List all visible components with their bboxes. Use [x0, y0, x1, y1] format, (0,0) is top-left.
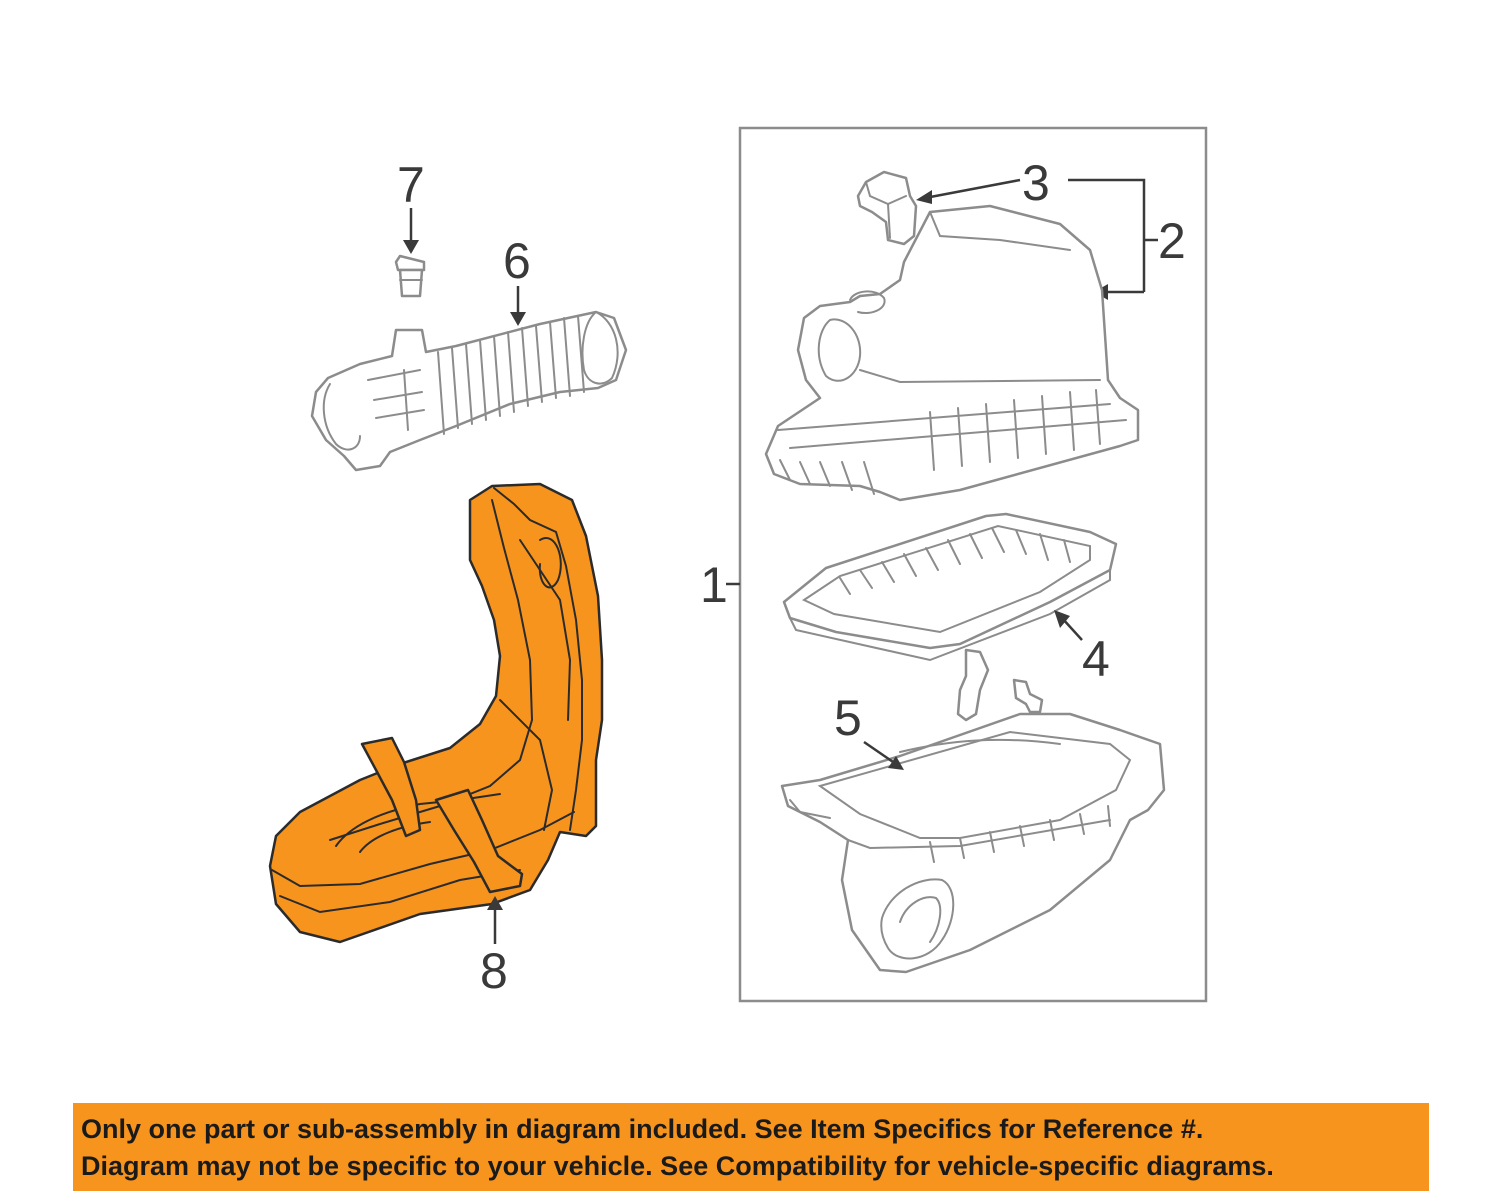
disclaimer-line-1: Only one part or sub-assembly in diagram… — [81, 1114, 1204, 1144]
arrowhead-3 — [916, 190, 932, 204]
arrowhead-5 — [888, 756, 904, 770]
callout-6[interactable]: 6 — [503, 233, 531, 289]
arrowhead-4 — [1054, 610, 1070, 628]
disclaimer-banner: Only one part or sub-assembly in diagram… — [73, 1103, 1429, 1191]
callout-7[interactable]: 7 — [397, 157, 425, 213]
part-6-intake-hose[interactable] — [310, 310, 628, 472]
leader-4 — [1061, 617, 1083, 641]
arrowhead-6 — [510, 312, 526, 326]
callout-3[interactable]: 3 — [1022, 155, 1050, 211]
arrowhead-7 — [403, 240, 419, 254]
callout-4[interactable]: 4 — [1082, 631, 1110, 687]
part-4-air-filter[interactable] — [782, 512, 1118, 662]
part-8-intake-duct-highlighted[interactable] — [268, 482, 604, 944]
callout-1[interactable]: 1 — [700, 557, 728, 613]
part-5-air-cleaner-case[interactable] — [780, 712, 1166, 974]
leader-3-bracket — [1068, 178, 1146, 292]
assembly-box — [738, 126, 1208, 1003]
part-5-clips[interactable] — [956, 648, 1044, 722]
callout-5[interactable]: 5 — [834, 690, 862, 746]
part-3-air-flow-sensor[interactable] — [856, 170, 918, 246]
leader-3 — [924, 178, 1021, 200]
leader-5 — [863, 740, 897, 766]
part-2-air-cleaner-cover[interactable] — [764, 204, 1140, 502]
callout-8[interactable]: 8 — [480, 943, 508, 999]
disclaimer-line-2: Diagram may not be specific to your vehi… — [81, 1151, 1274, 1181]
callout-2[interactable]: 2 — [1158, 213, 1186, 269]
arrowhead-8 — [487, 896, 503, 910]
part-7-plug[interactable] — [394, 254, 426, 298]
